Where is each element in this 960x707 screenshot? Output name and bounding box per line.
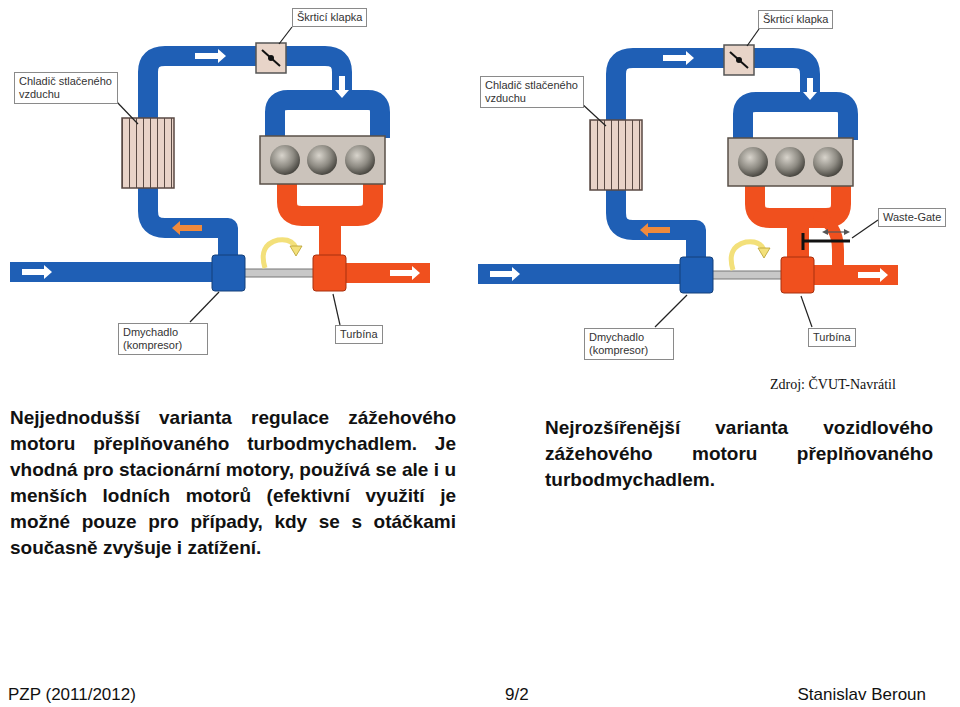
callout-box: Turbína [335,325,383,344]
callout-text: Škrticí klapka [297,11,362,23]
description-text: Nejjednodušší varianta regulace zážehové… [10,405,456,561]
callout-box: Dmychadlo (kompresor) [118,323,208,355]
callout-box: Chladič stlačeného vzduchu [14,72,118,104]
callout-text: Waste-Gate [883,211,941,223]
footer-text: Stanislav Beroun [797,685,926,705]
callout-text: Dmychadlo (kompresor) [589,331,648,356]
callout-box: Waste-Gate [878,208,946,227]
footer-text: PZP (2011/2012) [8,685,136,705]
source-note: Zdroj: ČVUT-Navrátil [770,377,896,393]
callout-text: Turbína [813,331,851,343]
callout-text: Chladič stlačeného vzduchu [19,75,112,100]
callout-text: Škrticí klapka [763,13,828,25]
callout-box: Chladič stlačeného vzduchu [480,76,584,108]
callout-box: Škrticí klapka [292,8,367,27]
callout-text: Turbína [340,328,378,340]
page-number: 9/2 [505,685,529,705]
callout-box: Turbína [808,328,856,347]
callout-text: Chladič stlačeného vzduchu [485,79,578,104]
callout-box: Dmychadlo (kompresor) [584,328,674,360]
callout-box: Škrticí klapka [758,10,833,29]
description-text: Nejrozšířenější varianta vozidlového záž… [545,415,933,493]
callout-text: Dmychadlo (kompresor) [123,326,182,351]
